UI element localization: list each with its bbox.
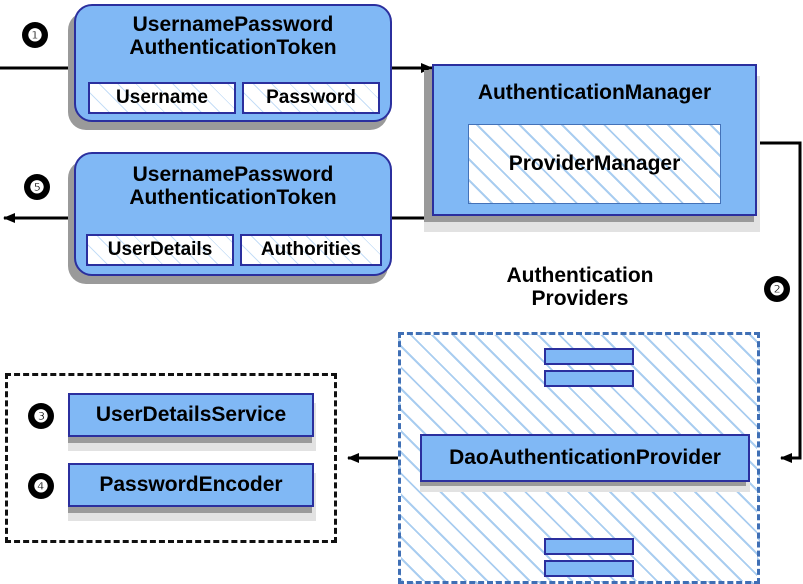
- response-token-field-authorities: Authorities: [240, 234, 382, 266]
- collapsed-provider-4: [544, 560, 634, 577]
- request-token-title: UsernamePassword AuthenticationToken: [129, 13, 337, 59]
- userdetailsservice-label: UserDetailsService: [95, 403, 287, 426]
- provider-manager-panel: ProviderManager: [468, 124, 721, 204]
- response-token-box: UsernamePassword AuthenticationToken Use…: [74, 152, 392, 276]
- badge-4: ❹: [28, 473, 54, 499]
- collapsed-provider-3: [544, 538, 634, 555]
- authentication-manager-title: AuthenticationManager: [477, 81, 712, 104]
- dao-authentication-provider-label: DaoAuthenticationProvider: [449, 446, 721, 469]
- passwordencoder-box: PasswordEncoder: [68, 463, 314, 507]
- response-token-field-userdetails: UserDetails: [86, 234, 234, 266]
- request-token-field-username: Username: [88, 82, 236, 114]
- authentication-manager-box: AuthenticationManager ProviderManager: [432, 64, 757, 216]
- collapsed-provider-1: [544, 348, 634, 365]
- passwordencoder-label: PasswordEncoder: [99, 473, 283, 496]
- request-token-field-password: Password: [242, 82, 380, 114]
- userdetailsservice-box: UserDetailsService: [68, 393, 314, 437]
- badge-3: ❸: [28, 403, 54, 429]
- dao-authentication-provider-box: DaoAuthenticationProvider: [420, 434, 750, 482]
- badge-2: ❷: [764, 276, 790, 302]
- badge-5: ❺: [24, 174, 50, 200]
- badge-1: ❶: [22, 22, 48, 48]
- response-token-title: UsernamePassword AuthenticationToken: [129, 163, 337, 209]
- beans-zone: [5, 373, 337, 543]
- request-token-box: UsernamePassword AuthenticationToken Use…: [74, 4, 392, 122]
- collapsed-provider-2: [544, 370, 634, 387]
- providers-zone-label: Authentication Providers: [506, 264, 654, 311]
